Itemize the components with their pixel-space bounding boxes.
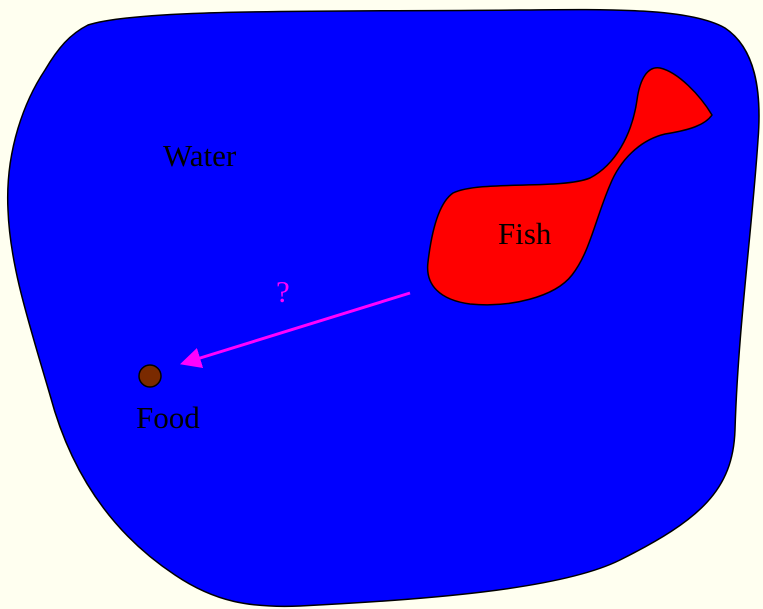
- question-mark-label: ?: [276, 274, 290, 309]
- food-label: Food: [136, 400, 200, 435]
- water-label: Water: [163, 138, 237, 173]
- fish-label: Fish: [498, 216, 552, 251]
- food-pellet: [139, 365, 161, 387]
